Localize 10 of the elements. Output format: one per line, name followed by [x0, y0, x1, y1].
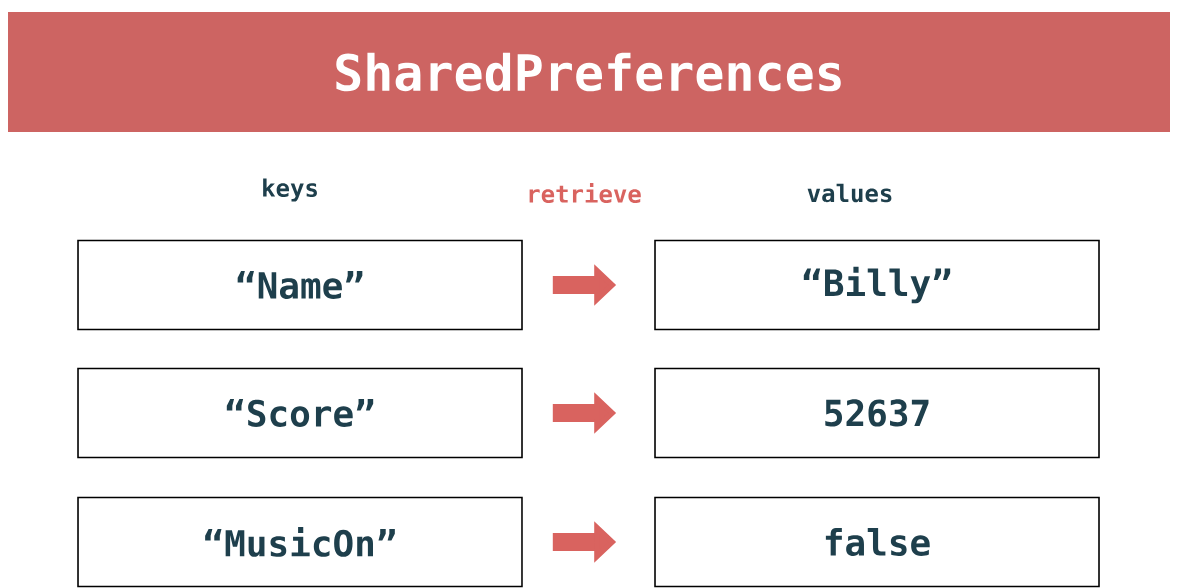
value-box: false [654, 496, 1100, 588]
column-header: retrieve [529, 183, 641, 203]
value-box: “Billy” [654, 239, 1100, 331]
key-box: “Score” [77, 367, 523, 459]
title-banner: SharedPreferences [8, 12, 1170, 132]
column-header: values [807, 183, 892, 203]
value-box: 52637 [654, 367, 1100, 459]
key-box: “MusicOn” [77, 496, 523, 588]
column-header: keys [263, 178, 317, 202]
key-box: “Name” [77, 239, 523, 331]
